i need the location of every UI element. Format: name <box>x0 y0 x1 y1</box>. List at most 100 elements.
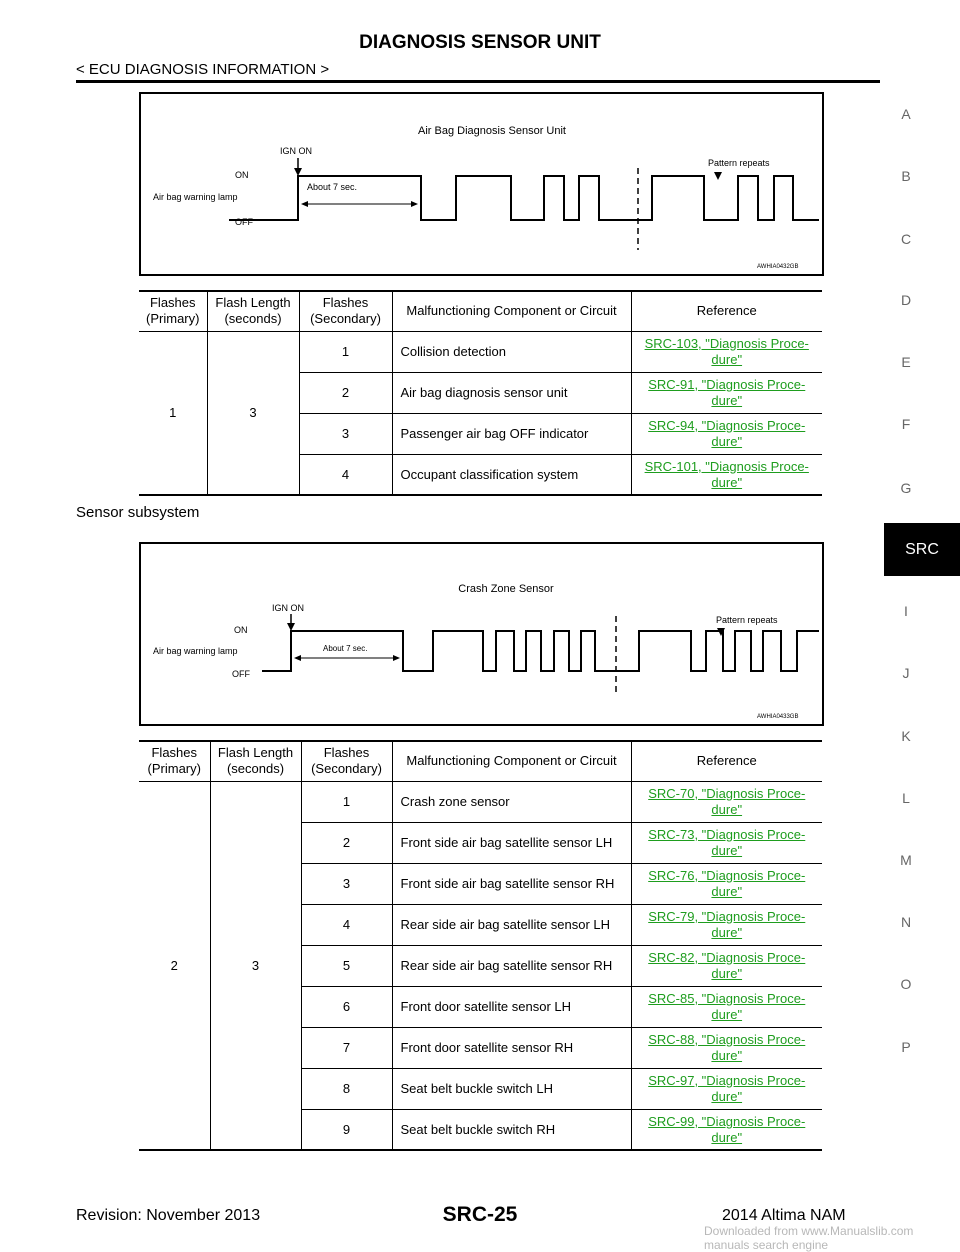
reference-cell: SRC-88, "Diagnosis Proce-dure" <box>631 1026 822 1068</box>
index-letter-c[interactable]: C <box>900 231 912 247</box>
reference-link[interactable]: SRC-82, "Diagnosis Proce- <box>648 949 806 965</box>
header-flashes-secondary-text: Flashes (Secondary) <box>311 745 382 777</box>
diagram-title: Crash Zone Sensor <box>458 583 554 595</box>
reference-link[interactable]: SRC-94, "Diagnosis Proce- <box>648 417 806 433</box>
secondary-flashes-cell: 3 <box>301 862 393 904</box>
table-row: 9 Seat belt buckle switch RH SRC-99, "Di… <box>139 1108 822 1150</box>
primary-flashes-cell: 1 <box>139 331 208 495</box>
index-letter-k[interactable]: K <box>901 728 911 744</box>
reference-link[interactable]: dure" <box>711 883 743 899</box>
index-letter-p[interactable]: P <box>901 1039 911 1055</box>
reference-link[interactable]: dure" <box>711 1006 743 1022</box>
reference-cell: SRC-103, "Diagnosis Proce-dure" <box>631 331 822 372</box>
table2-bottom-rule <box>139 1149 822 1151</box>
reference-link[interactable]: SRC-91, "Diagnosis Proce- <box>648 376 806 392</box>
reference-link[interactable]: SRC-73, "Diagnosis Proce- <box>648 826 806 842</box>
reference-cell: SRC-101, "Diagnosis Proce-dure" <box>631 453 822 495</box>
warning-lamp-label: Air bag warning lamp <box>153 646 238 656</box>
reference-link[interactable]: dure" <box>711 842 743 858</box>
table-row: 8 Seat belt buckle switch LH SRC-97, "Di… <box>139 1067 822 1109</box>
secondary-flashes-cell: 9 <box>301 1108 393 1150</box>
index-letter-n[interactable]: N <box>900 914 912 930</box>
reference-link[interactable]: dure" <box>711 351 743 367</box>
table-row: 2 3 1 Crash zone sensor SRC-70, "Diagnos… <box>139 781 822 1150</box>
figure-code: AWHIA0432GB <box>757 264 798 270</box>
reference-link[interactable]: SRC-101, "Diagnosis Proce- <box>644 458 809 474</box>
reference-link[interactable]: dure" <box>711 1088 743 1104</box>
reference-link[interactable]: SRC-99, "Diagnosis Proce- <box>648 1113 806 1129</box>
table-row: 4 Occupant classification system SRC-101… <box>139 453 822 495</box>
component-cell: Occupant classification system <box>392 453 632 495</box>
reference-link[interactable]: dure" <box>711 801 743 817</box>
flash-code-table-crash-zone-sensor: Flashes (Primary) Flash Length (seconds)… <box>139 742 822 1150</box>
reference-link[interactable]: dure" <box>711 433 743 449</box>
ign-on-arrowhead <box>294 168 302 176</box>
flash-length-cell: 3 <box>210 781 302 1150</box>
on-label: ON <box>235 170 249 180</box>
index-letter-j[interactable]: J <box>902 665 910 681</box>
header-flashes-primary: Flashes (Primary) <box>139 292 208 332</box>
reference-link[interactable]: SRC-88, "Diagnosis Proce- <box>648 1031 806 1047</box>
header-flashes-primary: Flashes (Primary) <box>139 742 211 782</box>
reference-link[interactable]: dure" <box>711 474 743 490</box>
secondary-flashes-cell: 3 <box>299 412 393 454</box>
reference-link[interactable]: SRC-97, "Diagnosis Proce- <box>648 1072 806 1088</box>
pattern-repeats-label: Pattern repeats <box>708 158 770 168</box>
component-cell: Crash zone sensor <box>392 781 632 822</box>
reference-link[interactable]: SRC-103, "Diagnosis Proce- <box>644 335 809 351</box>
index-letter-e[interactable]: E <box>901 354 911 370</box>
header-component: Malfunctioning Component or Circuit <box>392 742 632 782</box>
lamp-waveform <box>262 630 819 672</box>
footer-page-number: SRC-25 <box>442 1203 518 1226</box>
header-flash-length: Flash Length (seconds) <box>207 292 300 332</box>
warning-lamp-label: Air bag warning lamp <box>153 192 238 202</box>
reference-link[interactable]: SRC-85, "Diagnosis Proce- <box>648 990 806 1006</box>
duration-arrow-left <box>301 201 308 207</box>
table-row: 4 Rear side air bag satellite sensor LH … <box>139 903 822 945</box>
reference-cell: SRC-82, "Diagnosis Proce-dure" <box>631 944 822 986</box>
index-letter-l[interactable]: L <box>902 790 910 806</box>
table1-top-rule <box>139 290 822 292</box>
index-letter-b[interactable]: B <box>901 168 911 184</box>
secondary-flashes-cell: 7 <box>301 1026 393 1068</box>
reference-link[interactable]: SRC-70, "Diagnosis Proce- <box>648 785 806 801</box>
component-cell: Front door satellite sensor LH <box>392 985 632 1027</box>
header-flashes-secondary: Flashes (Secondary) <box>301 742 393 782</box>
reference-link[interactable]: SRC-79, "Diagnosis Proce- <box>648 908 806 924</box>
table-row: 5 Rear side air bag satellite sensor RH … <box>139 944 822 986</box>
duration-arrow-left <box>294 655 301 661</box>
lamp-waveform <box>229 175 819 221</box>
index-letter-a[interactable]: A <box>901 106 911 122</box>
component-cell: Front side air bag satellite sensor LH <box>392 821 632 863</box>
figure-code: AWHIA0433GB <box>757 714 798 720</box>
reference-link[interactable]: dure" <box>711 924 743 940</box>
index-letter-i[interactable]: I <box>904 603 908 619</box>
table1-bottom-rule <box>139 494 822 496</box>
index-letter-m[interactable]: M <box>900 852 912 868</box>
reference-link[interactable]: SRC-76, "Diagnosis Proce- <box>648 867 806 883</box>
table-row: 3 Passenger air bag OFF indicator SRC-94… <box>139 412 822 454</box>
header-flash-length-text: Flash Length (seconds) <box>215 295 291 327</box>
reference-link[interactable]: dure" <box>711 1047 743 1063</box>
on-label: ON <box>234 625 248 635</box>
reference-link[interactable]: dure" <box>711 1129 743 1145</box>
index-letter-o[interactable]: O <box>900 976 912 992</box>
reference-cell: SRC-76, "Diagnosis Proce-dure" <box>631 862 822 904</box>
reference-link[interactable]: dure" <box>711 392 743 408</box>
header-flashes-primary-text: Flashes (Primary) <box>146 295 200 327</box>
ign-on-label: IGN ON <box>280 146 312 156</box>
secondary-flashes-cell: 2 <box>299 371 393 413</box>
index-tab-src[interactable]: SRC <box>884 523 960 576</box>
subsystem-heading: Sensor subsystem <box>76 504 200 521</box>
reference-cell: SRC-94, "Diagnosis Proce-dure" <box>631 412 822 454</box>
ign-on-label: IGN ON <box>272 603 304 613</box>
index-letter-g[interactable]: G <box>900 480 912 496</box>
header-reference: Reference <box>631 292 822 332</box>
index-letter-f[interactable]: F <box>901 416 911 432</box>
primary-flashes-cell: 2 <box>139 781 211 1150</box>
duration-arrow-right <box>411 201 418 207</box>
reference-cell: SRC-99, "Diagnosis Proce-dure" <box>631 1108 822 1150</box>
reference-link[interactable]: dure" <box>711 965 743 981</box>
header-component: Malfunctioning Component or Circuit <box>392 292 632 332</box>
index-letter-d[interactable]: D <box>900 292 912 308</box>
